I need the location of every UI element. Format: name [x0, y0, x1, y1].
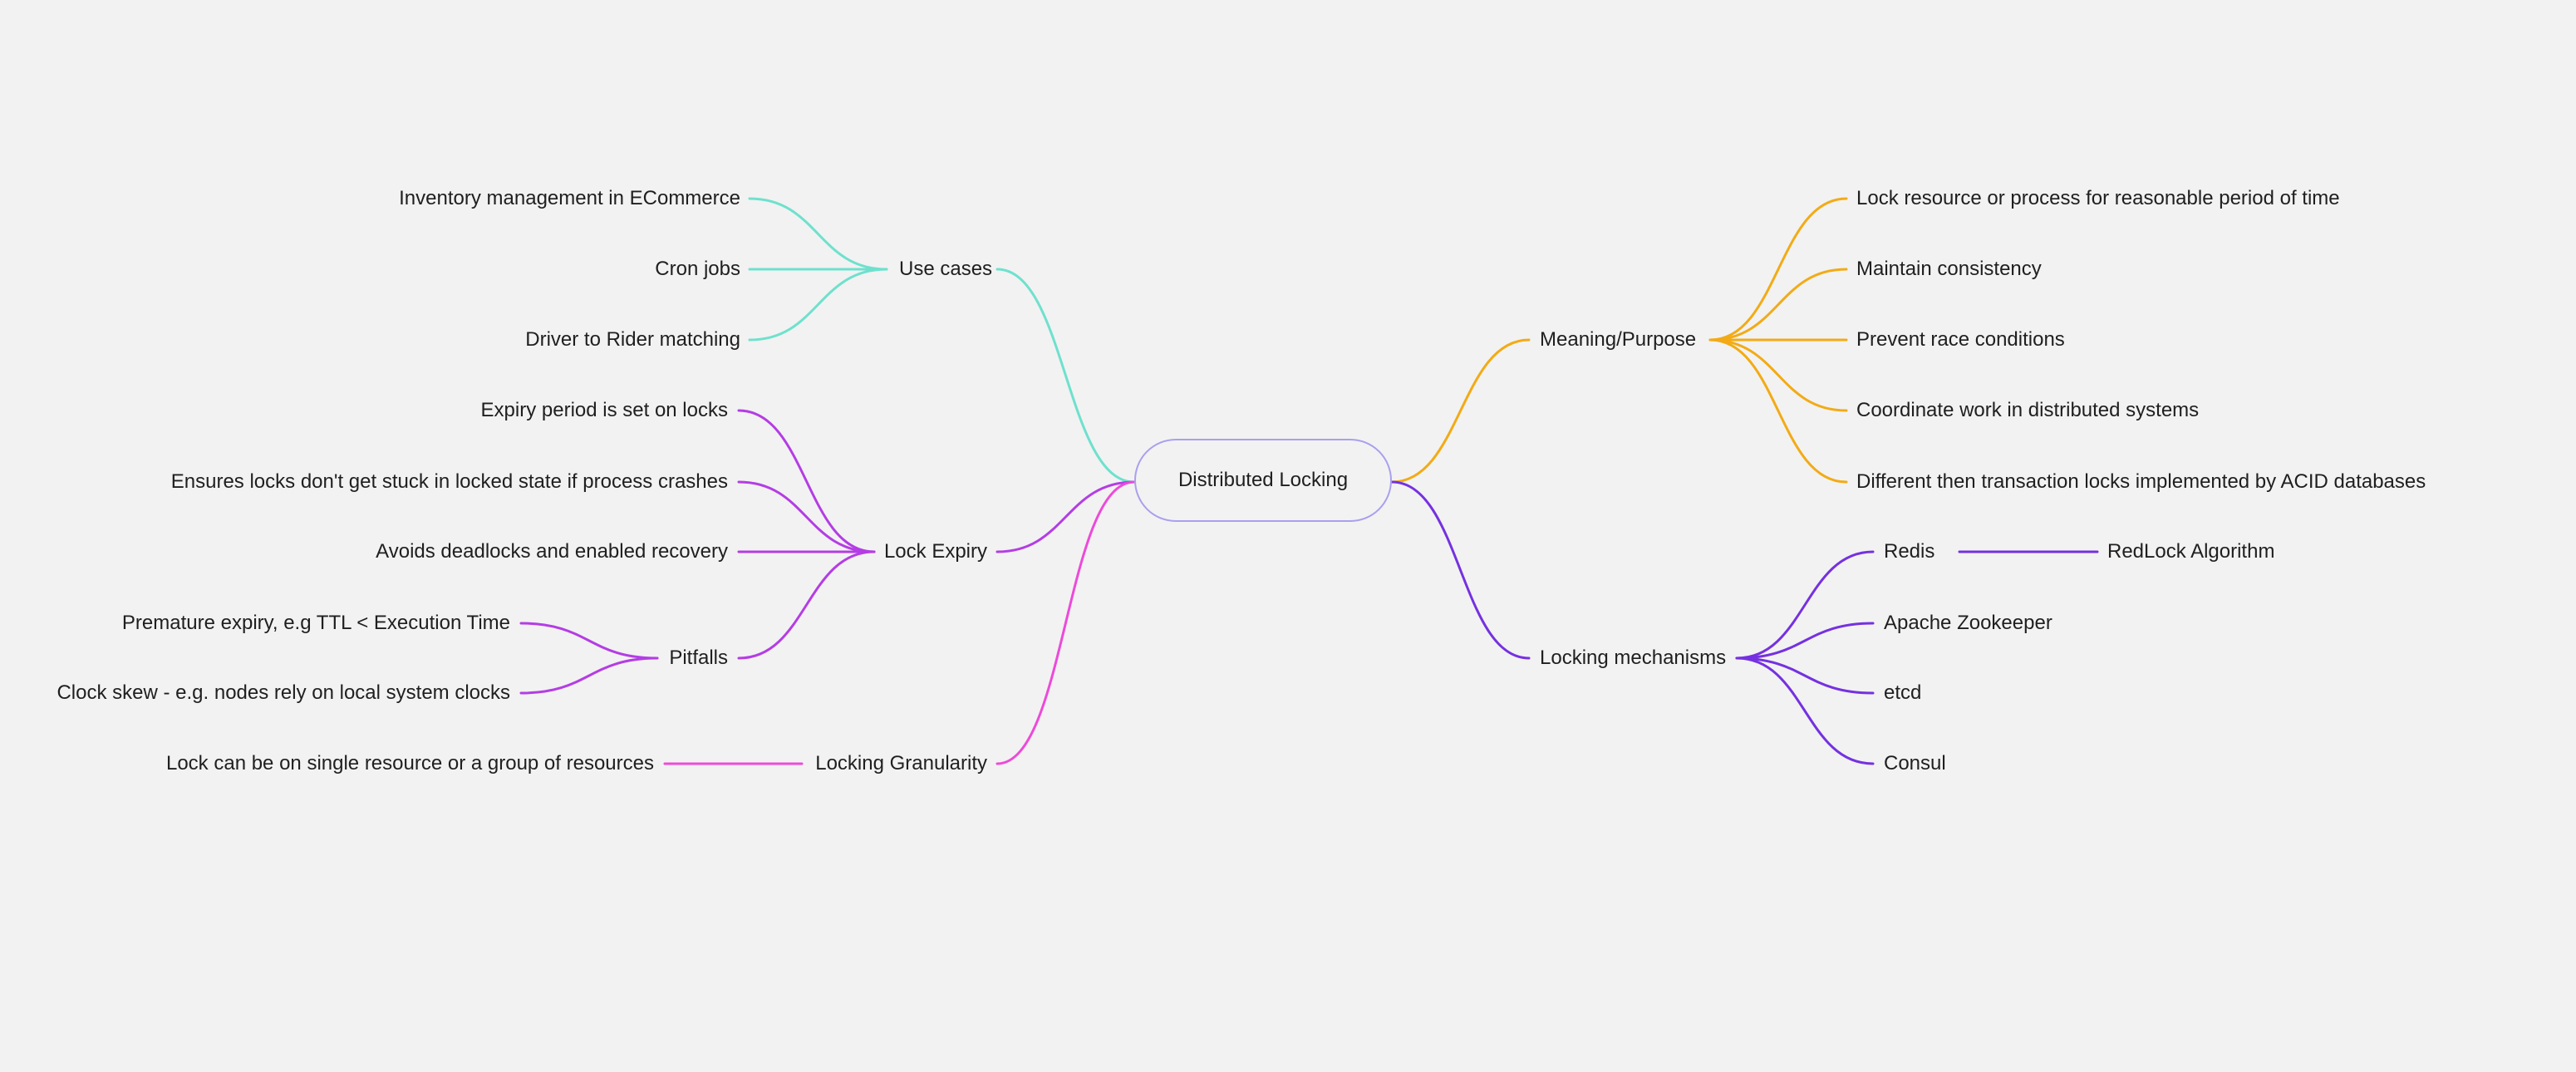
- node-meaning-lock-resource[interactable]: Lock resource or process for reasonable …: [1856, 187, 2340, 209]
- node-meaning-coordinate-work[interactable]: Coordinate work in distributed systems: [1856, 399, 2200, 421]
- edge-mechanisms-consul: [1735, 656, 1875, 765]
- edge-root-meaning: [1390, 338, 1531, 484]
- node-meaning-consistency[interactable]: Maintain consistency: [1856, 258, 2042, 280]
- node-use-case-driver-rider[interactable]: Driver to Rider matching: [525, 328, 740, 351]
- root-label: Distributed Locking: [1177, 469, 1349, 491]
- edge-meaning-lock-resource: [1708, 197, 1848, 342]
- node-mechanism-etcd[interactable]: etcd: [1884, 681, 1922, 704]
- node-redlock-algorithm[interactable]: RedLock Algorithm: [2107, 540, 2275, 563]
- edge-mechanisms-redis: [1735, 550, 1875, 660]
- edge-expiry-period: [737, 409, 876, 553]
- node-pitfall-clock-skew[interactable]: Clock skew - e.g. nodes rely on local sy…: [57, 681, 510, 704]
- node-pitfalls[interactable]: Pitfalls: [669, 647, 728, 669]
- root-node[interactable]: Distributed Locking: [1134, 439, 1392, 522]
- node-granularity-resource[interactable]: Lock can be on single resource or a grou…: [165, 752, 654, 774]
- edge-use-cases-driver: [748, 268, 888, 342]
- node-meaning-race-conditions[interactable]: Prevent race conditions: [1856, 328, 2065, 351]
- edge-mechanisms-etcd: [1735, 656, 1875, 695]
- node-expiry-avoids-deadlocks[interactable]: Avoids deadlocks and enabled recovery: [376, 540, 728, 563]
- edge-mechanisms-zookeeper: [1735, 622, 1875, 660]
- edge-pitfalls-premature: [519, 622, 659, 660]
- edge-root-mechanisms: [1390, 480, 1531, 660]
- edge-meaning-consistency: [1708, 268, 1848, 342]
- edge-expiry-pitfalls: [737, 550, 876, 660]
- edge-meaning-transaction: [1708, 338, 1848, 484]
- node-mechanism-zookeeper[interactable]: Apache Zookeeper: [1884, 612, 2052, 634]
- node-expiry-ensures[interactable]: Ensures locks don't get stuck in locked …: [170, 470, 728, 493]
- edge-expiry-ensures: [737, 480, 876, 553]
- edge-meaning-coordinate: [1708, 338, 1848, 412]
- node-use-case-inventory[interactable]: Inventory management in ECommerce: [399, 187, 740, 209]
- node-lock-expiry[interactable]: Lock Expiry: [883, 540, 987, 563]
- node-mechanism-consul[interactable]: Consul: [1884, 752, 1946, 774]
- node-use-case-cron-jobs[interactable]: Cron jobs: [655, 258, 740, 280]
- node-meaning-purpose[interactable]: Meaning/Purpose: [1540, 328, 1697, 351]
- edge-root-use-cases: [995, 268, 1136, 484]
- node-meaning-transaction-locks[interactable]: Different then transaction locks impleme…: [1856, 470, 2426, 493]
- node-locking-mechanisms[interactable]: Locking mechanisms: [1540, 647, 1727, 669]
- edge-use-cases-inventory: [748, 197, 888, 271]
- node-expiry-period[interactable]: Expiry period is set on locks: [480, 399, 728, 421]
- edge-root-granularity: [995, 480, 1136, 765]
- node-locking-granularity[interactable]: Locking Granularity: [815, 752, 987, 774]
- edge-pitfalls-clock-skew: [519, 656, 659, 695]
- node-use-cases[interactable]: Use cases: [899, 258, 993, 280]
- edge-root-lock-expiry: [995, 480, 1136, 553]
- node-mechanism-redis[interactable]: Redis: [1884, 540, 1935, 563]
- node-pitfall-premature-expiry[interactable]: Premature expiry, e.g TTL < Execution Ti…: [121, 612, 510, 634]
